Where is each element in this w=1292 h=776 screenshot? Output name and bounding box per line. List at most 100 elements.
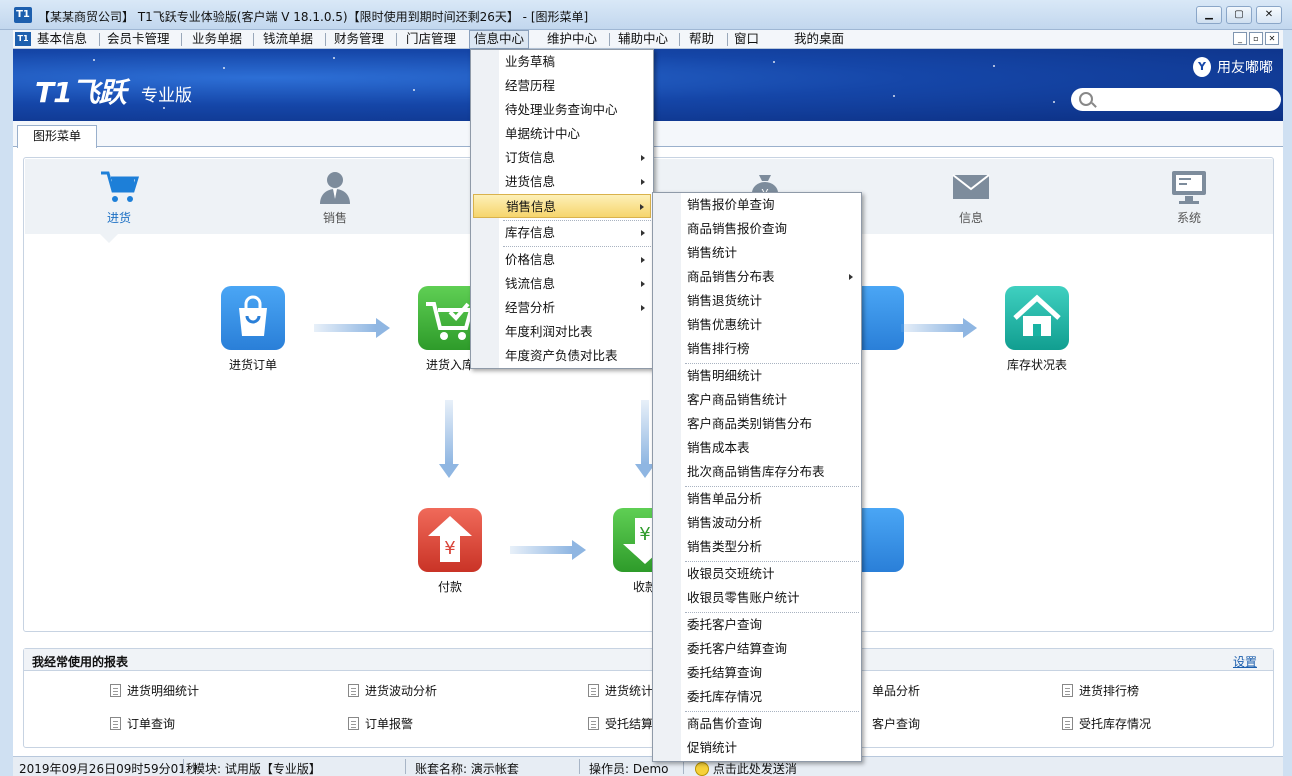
- flow-arrow: [314, 318, 390, 338]
- menu-item-customer-product-sales[interactable]: 客户商品销售统计: [687, 392, 788, 407]
- reports-title: 我经常使用的报表: [32, 655, 129, 669]
- menu-item-sales-ranking[interactable]: 销售排行榜: [687, 341, 750, 356]
- menu-item-sales-cost[interactable]: 销售成本表: [687, 440, 750, 455]
- frequent-reports: 我经常使用的报表 设置 进货明细统计 进货波动分析 进货统计 单品分析 进货排行…: [23, 648, 1274, 748]
- menu-item-cashier-shift[interactable]: 收银员交班统计: [687, 566, 775, 581]
- reports-settings-link[interactable]: 设置: [1232, 655, 1257, 669]
- menu-basic-info[interactable]: 基本信息: [37, 31, 88, 46]
- flow-purchase-order-label: 进货订单: [228, 358, 277, 372]
- sales-info-submenu: 销售报价单查询 商品销售报价查询 销售统计 商品销售分布表 销售退货统计 销售优…: [652, 192, 862, 762]
- menu-item-consign-customer-settle[interactable]: 委托客户结算查询: [687, 641, 788, 656]
- menu-item-sales-detail[interactable]: 销售明细统计: [687, 368, 763, 383]
- category-sales[interactable]: 销售: [295, 169, 375, 226]
- menu-item-cash-info[interactable]: 钱流信息: [473, 272, 651, 296]
- submenu-arrow-icon: [641, 230, 645, 236]
- mdi-restore-button[interactable]: ▫: [1249, 32, 1263, 45]
- salesperson-icon: [320, 172, 350, 204]
- category-purchase[interactable]: 进货: [79, 169, 159, 226]
- menu-item-sales-fluctuation[interactable]: 销售波动分析: [687, 515, 763, 530]
- menu-my-desktop[interactable]: 我的桌面: [794, 31, 845, 46]
- shopping-bag-icon: [221, 286, 285, 350]
- menu-item-sales-quote-query[interactable]: 销售报价单查询: [687, 197, 775, 212]
- menu-maintenance[interactable]: 维护中心: [547, 31, 598, 46]
- menu-item-discount-stats[interactable]: 销售优惠统计: [687, 317, 763, 332]
- menu-item-cashier-retail-account[interactable]: 收银员零售账户统计: [687, 590, 800, 605]
- submenu-arrow-icon: [641, 155, 645, 161]
- menu-item-customer-category-sales[interactable]: 客户商品类别销售分布: [687, 416, 813, 431]
- mdi-close-button[interactable]: ✕: [1265, 32, 1279, 45]
- flow-purchase-order[interactable]: 进货订单: [208, 286, 298, 373]
- report-link[interactable]: 受托库存情况: [1062, 715, 1151, 732]
- status-time: 2019年09月26日09时59分01秒: [19, 762, 198, 776]
- menu-item-sales-info[interactable]: 销售信息: [473, 194, 651, 218]
- menu-item-drafts[interactable]: 业务草稿: [505, 54, 556, 69]
- menu-item-product-quote-query[interactable]: 商品销售报价查询: [687, 221, 788, 236]
- minimize-button[interactable]: ▁: [1196, 6, 1222, 24]
- menu-item-doc-stats[interactable]: 单据统计中心: [505, 126, 581, 141]
- status-feedback[interactable]: 点击此处发送消: [695, 760, 797, 776]
- menu-item-order-info[interactable]: 订货信息: [473, 146, 651, 170]
- yonyou-dudu-link[interactable]: Y 用友嘟嘟: [1193, 57, 1273, 77]
- menu-store[interactable]: 门店管理: [406, 31, 457, 46]
- flow-stock-status[interactable]: 库存状况表: [992, 286, 1082, 373]
- flow-payment-label: 付款: [437, 580, 462, 594]
- menu-help[interactable]: 帮助: [689, 31, 715, 46]
- menu-item-consign-customer[interactable]: 委托客户查询: [687, 617, 763, 632]
- restore-button[interactable]: ▢: [1226, 6, 1252, 24]
- menu-item-sales-type-analysis[interactable]: 销售类型分析: [687, 539, 763, 554]
- menu-assist[interactable]: 辅助中心: [618, 31, 669, 46]
- category-pointer: [100, 234, 118, 243]
- menu-item-balance-compare[interactable]: 年度资产负债对比表: [505, 348, 618, 363]
- menu-item-price-query[interactable]: 商品售价查询: [687, 716, 763, 731]
- menu-item-profit-compare[interactable]: 年度利润对比表: [505, 324, 593, 339]
- report-link[interactable]: 进货排行榜: [1062, 682, 1139, 699]
- report-link[interactable]: 订单报警: [348, 715, 413, 732]
- menu-item-business-analysis[interactable]: 经营分析: [473, 296, 651, 320]
- menu-business-docs[interactable]: 业务单据: [192, 31, 243, 46]
- brand-edition: 专业版: [141, 86, 192, 106]
- report-link[interactable]: 受托结算: [588, 715, 653, 732]
- category-system[interactable]: 系统: [1149, 169, 1229, 226]
- envelope-icon: [952, 174, 990, 199]
- category-info[interactable]: 信息: [931, 169, 1011, 226]
- menu-cash-docs[interactable]: 钱流单据: [263, 31, 314, 46]
- menu-item-history[interactable]: 经营历程: [505, 78, 556, 93]
- menu-item-consign-stock[interactable]: 委托库存情况: [687, 689, 763, 704]
- search-input[interactable]: [1101, 91, 1271, 108]
- menu-item-pending[interactable]: 待处理业务查询中心: [505, 102, 618, 117]
- menu-finance[interactable]: 财务管理: [334, 31, 385, 46]
- report-link[interactable]: 客户查询: [872, 717, 921, 731]
- close-button[interactable]: ✕: [1256, 6, 1282, 24]
- report-link[interactable]: 进货明细统计: [110, 682, 199, 699]
- house-icon: [1005, 286, 1069, 350]
- report-link[interactable]: 进货统计: [588, 682, 653, 699]
- menu-item-stock-info[interactable]: 库存信息: [473, 221, 651, 245]
- report-link[interactable]: 单品分析: [872, 684, 921, 698]
- submenu-arrow-icon: [641, 281, 645, 287]
- submenu-arrow-icon: [641, 179, 645, 185]
- menu-window[interactable]: 窗口: [734, 31, 760, 46]
- menu-item-single-product-analysis[interactable]: 销售单品分析: [687, 491, 763, 506]
- report-link[interactable]: 订单查询: [110, 715, 175, 732]
- flow-payment[interactable]: ¥ 付款: [405, 508, 495, 595]
- document-icon: [110, 717, 121, 730]
- mdi-minimize-button[interactable]: _: [1233, 32, 1247, 45]
- tab-graphic-menu[interactable]: 图形菜单: [17, 125, 97, 148]
- report-link[interactable]: 进货波动分析: [348, 682, 437, 699]
- search-icon: [1079, 92, 1093, 106]
- submenu-arrow-icon: [641, 257, 645, 263]
- flow-purchase-inbound-label: 进货入库: [425, 358, 474, 372]
- menu-info-center[interactable]: 信息中心: [469, 30, 530, 49]
- menu-item-purchase-info[interactable]: 进货信息: [473, 170, 651, 194]
- submenu-arrow-icon: [849, 274, 853, 280]
- menu-item-batch-sales-stock[interactable]: 批次商品销售库存分布表: [687, 464, 825, 479]
- menu-item-return-stats[interactable]: 销售退货统计: [687, 293, 763, 308]
- menu-item-promotion-stats[interactable]: 促销统计: [687, 740, 738, 755]
- menu-item-sales-stats[interactable]: 销售统计: [687, 245, 738, 260]
- menu-item-price-info[interactable]: 价格信息: [473, 248, 651, 272]
- menu-item-consign-settle[interactable]: 委托结算查询: [687, 665, 763, 680]
- status-bar: 2019年09月26日09时59分01秒 模块: 试用版【专业版】 账套名称: …: [13, 756, 1283, 776]
- menu-member-card[interactable]: 会员卡管理: [107, 31, 170, 46]
- menu-item-product-sales-distribution[interactable]: 商品销售分布表: [655, 265, 859, 289]
- smiley-icon: [695, 762, 709, 776]
